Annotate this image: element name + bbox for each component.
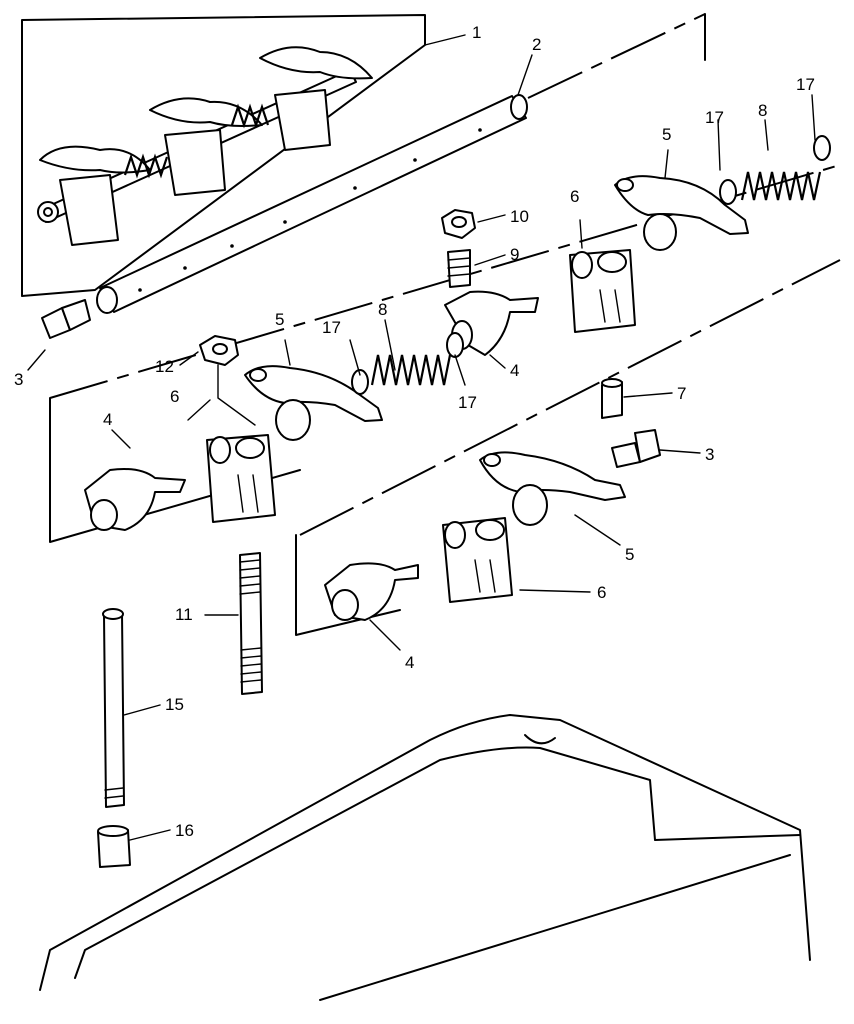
callout-17: 17 [322, 318, 341, 337]
spring-middle [370, 354, 452, 386]
washer-upper-right [813, 135, 831, 161]
callout-6: 6 [597, 583, 606, 602]
plug-lower [611, 429, 661, 468]
nut-upper [441, 209, 476, 239]
assembly-inset [21, 14, 426, 297]
dowel [601, 378, 623, 419]
rocker-shaft [96, 94, 528, 314]
tappet [97, 825, 131, 868]
cylinder-head [39, 714, 811, 1001]
inset-rocker-group-1 [37, 145, 151, 246]
rocker-arm-middle [244, 365, 383, 441]
nut-left [199, 335, 239, 366]
callout-16: 16 [175, 821, 194, 840]
callout-3: 3 [705, 445, 714, 464]
push-rod [102, 608, 125, 808]
inset-rocker-group-2 [149, 97, 263, 196]
pedestal-middle [206, 434, 276, 523]
lever-middle-right [444, 290, 539, 356]
callout-10: 10 [510, 207, 529, 226]
callout-17: 17 [705, 108, 724, 127]
callout-3: 3 [14, 370, 23, 389]
pedestal-upper [569, 249, 636, 333]
callout-9: 9 [510, 245, 519, 264]
callout-8: 8 [378, 300, 387, 319]
spring-upper [740, 171, 822, 201]
callout-4: 4 [510, 361, 519, 380]
callout-17: 17 [796, 75, 815, 94]
leader-lines [27, 34, 816, 841]
washer-middle-left [351, 369, 369, 395]
callout-1: 1 [472, 23, 481, 42]
lever-lower [324, 562, 419, 621]
callout-5: 5 [662, 125, 671, 144]
rocker-arm-upper-right [614, 175, 749, 251]
washer-middle-right [446, 332, 464, 358]
callout-12: 12 [155, 357, 174, 376]
stud-guide-line [217, 364, 256, 426]
inset-rocker-group-3 [259, 46, 373, 151]
callout-4: 4 [103, 410, 112, 429]
callout-17: 17 [458, 393, 477, 412]
callout-5: 5 [625, 545, 634, 564]
callout-6: 6 [570, 187, 579, 206]
callout-5: 5 [275, 310, 284, 329]
centerline-upper [527, 13, 706, 99]
callout-7: 7 [677, 384, 686, 403]
centerline-bottom [299, 259, 841, 536]
callout-15: 15 [165, 695, 184, 714]
callout-8: 8 [758, 101, 767, 120]
washer-upper-left [719, 179, 737, 205]
callout-4: 4 [405, 653, 414, 672]
plug-upper [41, 299, 91, 339]
small-spring [447, 249, 471, 288]
callout-2: 2 [532, 35, 541, 54]
callout-11: 11 [175, 605, 193, 624]
callout-labels: 1 2 3 3 4 4 4 5 5 5 6 6 6 7 8 8 9 10 11 … [14, 23, 815, 840]
pedestal-lower [442, 517, 513, 603]
callout-6: 6 [170, 387, 179, 406]
lever-left [84, 468, 186, 531]
stud [239, 552, 263, 695]
rocker-arm-lower [479, 451, 626, 526]
